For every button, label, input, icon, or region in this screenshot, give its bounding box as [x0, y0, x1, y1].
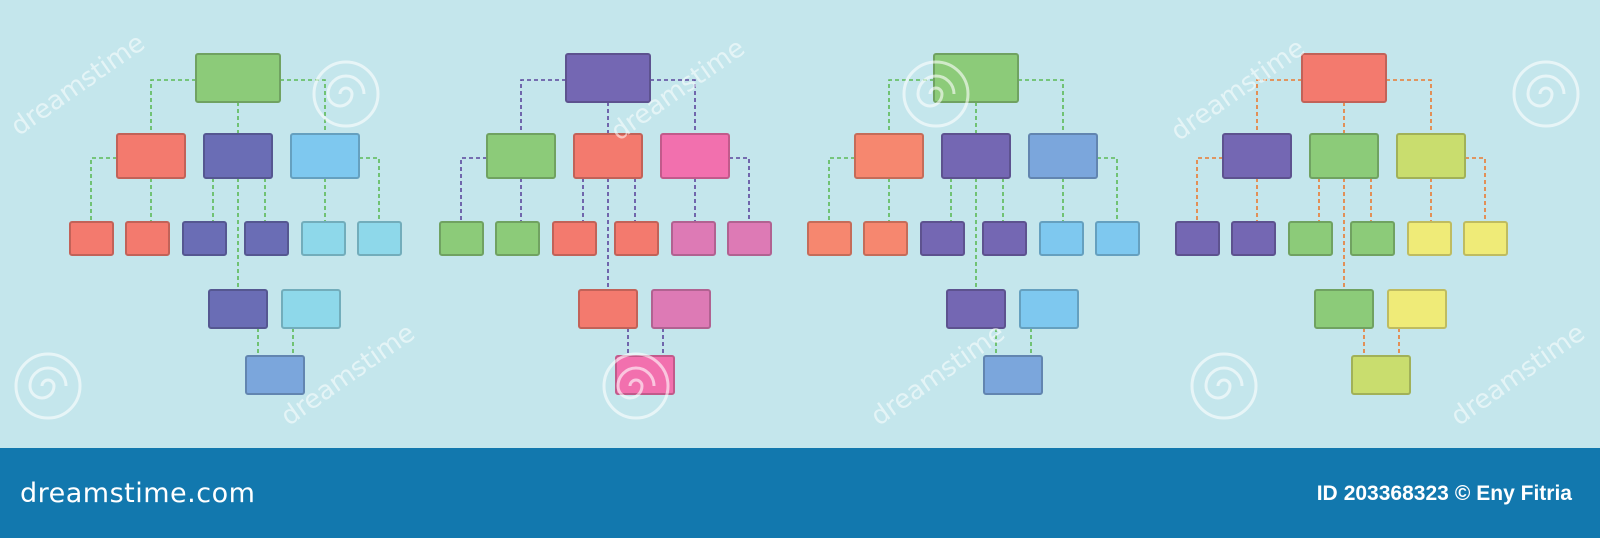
brand-logo[interactable]: dreamstime.com	[20, 478, 256, 509]
level2-node	[941, 133, 1011, 179]
level3-node	[1350, 221, 1395, 256]
connector-line	[1097, 157, 1118, 222]
level2-node	[1396, 133, 1466, 179]
level5-node	[1351, 355, 1411, 395]
level3-node	[357, 221, 402, 256]
level3-node	[1463, 221, 1508, 256]
connector-line	[888, 79, 934, 134]
level3-node	[439, 221, 484, 256]
id-label: ID	[1316, 482, 1338, 505]
connector-line	[460, 157, 487, 222]
level3-node	[920, 221, 965, 256]
level2-node	[203, 133, 273, 179]
connector-line	[90, 157, 117, 222]
level2-node	[1028, 133, 1098, 179]
connector-line	[1256, 79, 1302, 134]
author-name: Eny Fitria	[1476, 482, 1572, 505]
connector-line	[828, 157, 855, 222]
level3-node	[1231, 221, 1276, 256]
level4-node	[651, 289, 711, 329]
connector-line	[1018, 79, 1064, 134]
level3-node	[1288, 221, 1333, 256]
level5-node	[983, 355, 1043, 395]
level3-node	[1175, 221, 1220, 256]
level2-node	[573, 133, 643, 179]
level2-node	[854, 133, 924, 179]
connector-line	[650, 79, 696, 134]
level2-node	[486, 133, 556, 179]
level3-node	[1095, 221, 1140, 256]
level3-node	[614, 221, 659, 256]
level3-node	[125, 221, 170, 256]
level5-node	[245, 355, 305, 395]
connector-line	[520, 79, 566, 134]
level4-node	[1314, 289, 1374, 329]
level3-node	[863, 221, 908, 256]
level3-node	[244, 221, 289, 256]
level3-node	[182, 221, 227, 256]
image-id: 203368323	[1343, 482, 1449, 505]
connector-line	[280, 79, 326, 134]
connector-line	[1465, 157, 1486, 222]
level4-node	[1019, 289, 1079, 329]
connector-line	[359, 157, 380, 222]
level4-node	[578, 289, 638, 329]
connector-line	[729, 157, 750, 222]
level2-node	[1309, 133, 1379, 179]
root-node	[195, 53, 281, 103]
root-node	[1301, 53, 1387, 103]
org-charts-canvas	[69, 53, 1508, 395]
level2-node	[660, 133, 730, 179]
root-node	[933, 53, 1019, 103]
level4-node	[946, 289, 1006, 329]
level4-node	[281, 289, 341, 329]
level3-node	[1039, 221, 1084, 256]
level2-node	[1222, 133, 1292, 179]
level3-node	[301, 221, 346, 256]
level3-node	[552, 221, 597, 256]
level4-node	[208, 289, 268, 329]
root-node	[565, 53, 651, 103]
level3-node	[495, 221, 540, 256]
level5-node	[615, 355, 675, 395]
connector-line	[1386, 79, 1432, 134]
level2-node	[116, 133, 186, 179]
level3-node	[1407, 221, 1452, 256]
level3-node	[727, 221, 772, 256]
level3-node	[671, 221, 716, 256]
connector-line	[1196, 157, 1223, 222]
level2-node	[290, 133, 360, 179]
connector-line	[150, 79, 196, 134]
level4-node	[1387, 289, 1447, 329]
level3-node	[807, 221, 852, 256]
level3-node	[982, 221, 1027, 256]
copyright-symbol: ©	[1454, 482, 1471, 505]
level3-node	[69, 221, 114, 256]
